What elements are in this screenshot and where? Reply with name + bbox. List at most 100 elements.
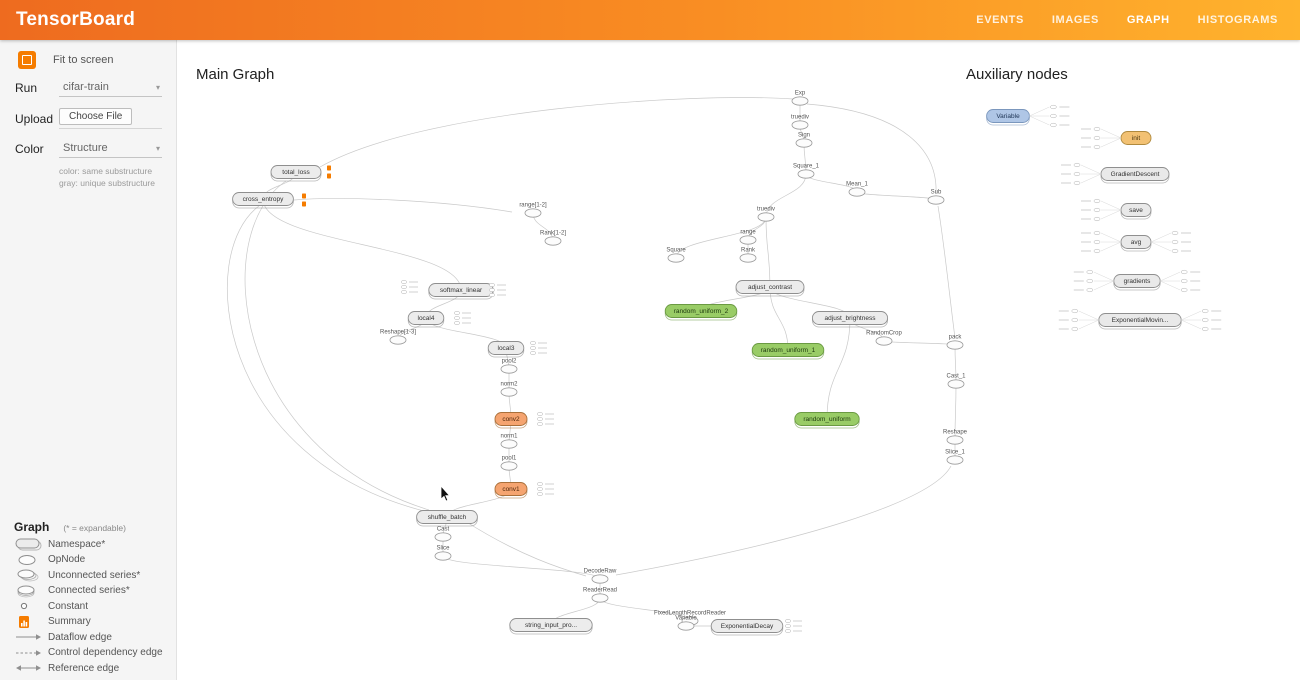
summary-icon bbox=[14, 615, 48, 629]
svg-text:shuffle_batch: shuffle_batch bbox=[428, 514, 467, 521]
summary-icon bbox=[302, 194, 306, 199]
satellite-op-icon bbox=[1202, 318, 1208, 322]
color-note-line2: gray: unique substructure bbox=[59, 177, 176, 189]
node-ru1[interactable]: random_uniform_1 bbox=[752, 344, 824, 360]
svg-text:Reshape[1-3]: Reshape[1-3] bbox=[380, 330, 416, 336]
node-norm1[interactable]: norm1 bbox=[500, 434, 518, 449]
node-pack[interactable]: pack bbox=[947, 335, 963, 350]
node-shuffle_batch[interactable]: shuffle_batch bbox=[417, 511, 478, 527]
node-exp_moving[interactable]: ExponentialMovin... bbox=[1099, 314, 1181, 330]
node-sign[interactable]: Sign bbox=[796, 133, 812, 148]
node-slice_1[interactable]: Slice_1 bbox=[945, 450, 965, 465]
svg-text:range[1-2]: range[1-2] bbox=[519, 203, 547, 209]
satellite-op-icon bbox=[1181, 279, 1187, 283]
node-save[interactable]: save bbox=[1121, 204, 1151, 220]
legend-label: Unconnected series* bbox=[48, 570, 140, 581]
node-slice[interactable]: Slice bbox=[435, 546, 451, 561]
choose-file-button[interactable]: Choose File bbox=[59, 108, 132, 125]
node-gradients[interactable]: gradients bbox=[1114, 275, 1160, 291]
svg-text:Rank[1-2]: Rank[1-2] bbox=[540, 231, 566, 237]
nav-tab-images[interactable]: IMAGES bbox=[1052, 14, 1099, 26]
legend-header: Graph (* = expandable) bbox=[0, 520, 176, 537]
node-grad_desc[interactable]: GradientDescent bbox=[1101, 168, 1169, 184]
node-conv1[interactable]: conv1 bbox=[495, 483, 527, 499]
svg-text:local3: local3 bbox=[498, 345, 515, 352]
satellite-op-icon bbox=[1074, 181, 1080, 185]
node-pool1[interactable]: pool1 bbox=[501, 456, 517, 471]
satellite-op-icon bbox=[785, 619, 791, 622]
node-init[interactable]: init bbox=[1121, 132, 1151, 145]
node-adjust_contrast[interactable]: adjust_contrast bbox=[736, 281, 804, 297]
node-local3[interactable]: local3 bbox=[488, 342, 524, 358]
fit-to-screen-button[interactable] bbox=[18, 51, 36, 69]
legend-item-dataflow-edge: Dataflow edge bbox=[0, 630, 176, 646]
node-pool2[interactable]: pool2 bbox=[501, 359, 517, 374]
satellite-op-icon bbox=[1172, 240, 1178, 244]
node-cast[interactable]: Cast bbox=[435, 527, 451, 542]
svg-text:RandomCrop: RandomCrop bbox=[866, 331, 902, 337]
node-sub[interactable]: Sub bbox=[928, 190, 944, 205]
node-range_r[interactable]: range bbox=[740, 230, 756, 245]
node-decode_raw[interactable]: DecodeRaw bbox=[584, 569, 617, 584]
node-square_1[interactable]: Square_1 bbox=[793, 164, 820, 179]
node-truediv[interactable]: truediv bbox=[757, 207, 775, 222]
node-random_crop[interactable]: RandomCrop bbox=[866, 331, 902, 346]
node-cross_entropy[interactable]: cross_entropy bbox=[233, 193, 294, 209]
legend-label: Dataflow edge bbox=[48, 632, 112, 643]
long-edge-2 bbox=[320, 98, 793, 167]
satellite-op-icon bbox=[454, 316, 460, 319]
graph-controls-sidebar: Fit to screen Run cifar-train ▾ Upload C… bbox=[0, 40, 177, 680]
satellite-op-icon bbox=[1087, 288, 1093, 292]
svg-text:init: init bbox=[1132, 135, 1141, 142]
node-variable[interactable]: Variable bbox=[987, 110, 1030, 126]
node-conv2[interactable]: conv2 bbox=[495, 413, 527, 429]
dataflow-edge-icon bbox=[14, 633, 48, 641]
node-ru2[interactable]: random_uniform_2 bbox=[665, 305, 737, 321]
satellite-op-icon bbox=[1181, 270, 1187, 274]
node-rank12[interactable]: Rank[1-2] bbox=[540, 231, 566, 246]
node-range12[interactable]: range[1-2] bbox=[519, 203, 547, 218]
svg-text:local4: local4 bbox=[418, 315, 435, 322]
nav-tab-histograms[interactable]: HISTOGRAMS bbox=[1198, 14, 1278, 26]
node-square[interactable]: Square bbox=[666, 248, 686, 263]
nav-tab-graph[interactable]: GRAPH bbox=[1127, 14, 1170, 26]
node-avg[interactable]: avg bbox=[1121, 236, 1151, 252]
unconnected-series-icon bbox=[14, 568, 48, 582]
svg-text:random_uniform: random_uniform bbox=[803, 416, 850, 423]
chevron-down-icon: ▾ bbox=[156, 144, 160, 153]
nav-tab-events[interactable]: EVENTS bbox=[976, 14, 1024, 26]
node-local4[interactable]: local4 bbox=[408, 312, 444, 328]
svg-text:Mean_1: Mean_1 bbox=[846, 182, 868, 188]
satellite-op-icon bbox=[537, 487, 543, 490]
upload-label: Upload bbox=[15, 112, 55, 126]
node-rank_r[interactable]: Rank bbox=[740, 248, 756, 263]
legend-item-control-dependency-edge: Control dependency edge bbox=[0, 645, 176, 661]
node-norm2[interactable]: norm2 bbox=[500, 382, 518, 397]
node-string_input[interactable]: string_input_pro... bbox=[510, 619, 592, 635]
color-select[interactable]: Structure ▾ bbox=[59, 140, 162, 158]
node-cast_1[interactable]: Cast_1 bbox=[946, 374, 966, 389]
node-ru0[interactable]: random_uniform bbox=[795, 413, 859, 429]
node-reshape13[interactable]: Reshape[1-3] bbox=[380, 330, 416, 345]
satellite-op-icon bbox=[537, 417, 543, 420]
node-softmax_linear[interactable]: softmax_linear bbox=[429, 284, 493, 300]
satellite-op-icon bbox=[1074, 163, 1080, 167]
node-exp_decay[interactable]: ExponentialDecay bbox=[711, 620, 783, 636]
node-adjust_brightness[interactable]: adjust_brightness bbox=[812, 312, 887, 328]
node-total_loss[interactable]: total_loss bbox=[271, 166, 321, 182]
fit-to-screen-label: Fit to screen bbox=[53, 54, 114, 66]
fit-icon bbox=[22, 55, 32, 65]
node-exp[interactable]: Exp bbox=[792, 91, 808, 106]
node-reader_read[interactable]: ReaderRead bbox=[583, 588, 617, 603]
svg-text:pool2: pool2 bbox=[502, 359, 517, 365]
svg-text:truediv: truediv bbox=[757, 207, 775, 213]
run-select[interactable]: cifar-train ▾ bbox=[59, 79, 162, 97]
satellite-op-icon bbox=[537, 492, 543, 495]
node-truediv_top[interactable]: truediv bbox=[791, 115, 809, 130]
edge-decode_raw-to-slice bbox=[443, 556, 600, 579]
svg-text:Square: Square bbox=[666, 248, 686, 254]
svg-text:cross_entropy: cross_entropy bbox=[243, 196, 285, 203]
node-reshape_r[interactable]: Reshape bbox=[943, 430, 968, 445]
legend-label: OpNode bbox=[48, 554, 85, 565]
